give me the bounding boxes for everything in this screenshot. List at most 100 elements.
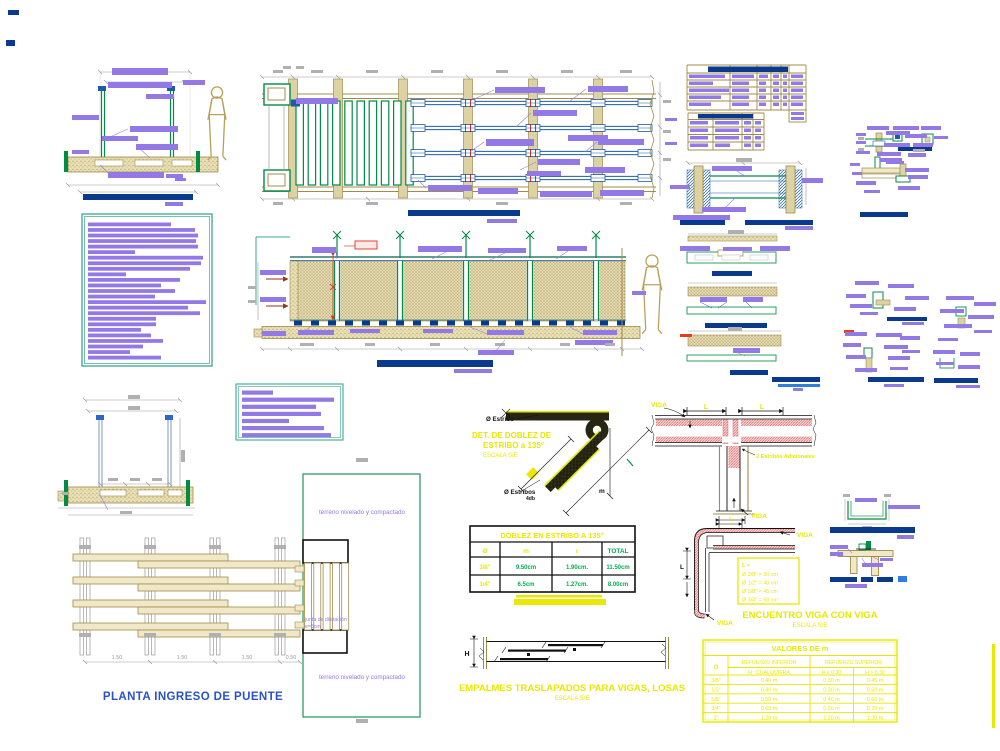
annotation-bar (527, 171, 561, 176)
annotation-bar (845, 584, 867, 588)
valores-cell: 0.45 m (867, 678, 884, 684)
note-text-bar (88, 305, 188, 310)
annotation-bar (759, 74, 768, 78)
l-dim-b: L (760, 404, 765, 411)
annotation-bar (273, 70, 283, 73)
deck-plank (295, 100, 305, 186)
leader-line (431, 250, 449, 260)
leader-line (469, 141, 485, 153)
l-dim-a: L (704, 404, 709, 411)
leader-line (569, 326, 586, 336)
plank (72, 622, 229, 631)
annotation-bar (830, 545, 848, 549)
annotation-bar (248, 286, 256, 289)
annotation-bar (561, 70, 573, 73)
annotation-bar (830, 552, 843, 556)
annotation-bar (900, 336, 920, 340)
valores-cell: 1.30 m (867, 716, 884, 722)
annotation-bar (670, 185, 690, 189)
annotation-bar (588, 86, 628, 92)
valores-cell: 3/4" (711, 706, 720, 712)
valores-cell: 0.50 m (867, 687, 884, 693)
annotation-bar (778, 384, 820, 387)
annotation-bar (663, 100, 671, 103)
annotation-bar (902, 322, 924, 325)
annotation-bar (689, 95, 721, 99)
note-text-bar (88, 355, 161, 360)
annotation-bar (856, 151, 870, 154)
annotation-bar (181, 450, 185, 462)
annotation-bar (802, 178, 823, 183)
annotation-bar (128, 395, 140, 399)
annotation-bar (773, 74, 779, 78)
annotation-bar (785, 226, 813, 230)
annotation-bar (298, 330, 334, 335)
cross-section-approach (57, 397, 195, 516)
note-text-bar (88, 233, 198, 238)
valores-cell: 1/2" (711, 687, 720, 693)
leader-line (494, 339, 506, 353)
annotation-bar (108, 82, 172, 88)
annotation-bar (890, 367, 908, 370)
annotation-bar (745, 220, 813, 225)
annotation-bar (888, 356, 910, 360)
note-text-bar (88, 316, 156, 321)
annotation-bar (938, 338, 958, 341)
note-text-bar (242, 397, 334, 402)
annotation-bar (755, 143, 761, 147)
annotation-bar (773, 95, 779, 99)
annotation-bar (430, 343, 440, 346)
annotation-bar (274, 633, 286, 637)
note-text-bar (88, 344, 143, 349)
valores-cell: 1.20 m (761, 716, 778, 722)
annotation-bar (6, 40, 15, 46)
col-diameter: Ø (714, 665, 719, 671)
annotation-bar (974, 330, 992, 333)
annotation-bar (913, 149, 925, 152)
annotation-bar (884, 345, 908, 349)
note-text-bar (88, 222, 171, 227)
valores-cell: 0.40 m (761, 687, 778, 693)
deck-plank (380, 100, 390, 186)
annotation-bars-layer (6, 10, 996, 728)
annotation-bar (312, 247, 336, 253)
annotation-bar (958, 365, 980, 369)
h-label: H (464, 651, 469, 658)
annotation-bar (283, 66, 291, 69)
annotation-bar (495, 343, 505, 346)
col-m: m (523, 548, 529, 555)
annotation-bar (689, 81, 713, 85)
annotation-bar (350, 329, 380, 333)
annotation-bar (673, 215, 730, 220)
annotation-bar (730, 370, 768, 375)
empalmes-scale: ESCALA S/E (555, 696, 590, 702)
annotation-bar (689, 88, 729, 92)
joint-note-1: junta de dilatación (304, 617, 347, 623)
leader-line (335, 251, 338, 260)
col-r: r (576, 548, 579, 555)
joint-note-2: e=5cm (305, 624, 321, 630)
leader-line (515, 112, 532, 128)
annotation-bar (898, 186, 920, 190)
annotation-bar (944, 324, 972, 328)
annotation-bar (755, 121, 761, 125)
annotation-bar (852, 172, 862, 175)
annotation-bar (791, 95, 803, 99)
annotation-bar (568, 135, 608, 141)
beam-column-junction: VIGA L L 2 Estribos Adicionales VIGA L (650, 402, 817, 524)
annotation-bar (423, 329, 453, 333)
annotation-bar (974, 302, 996, 306)
valores-cell: 0.60 m (867, 697, 884, 703)
annotation-bar (921, 126, 941, 130)
annotation-bar (736, 158, 752, 162)
annotation-bar (296, 98, 338, 104)
annotation-bar (356, 719, 368, 723)
valores-table: VALORES DE m Ø REFUERZO INFERIOR H : CUA… (702, 639, 898, 723)
annotation-bar (700, 297, 727, 302)
annotation-bar (934, 378, 978, 383)
annotation-bar (858, 137, 864, 140)
annotation-bar (620, 202, 632, 205)
annotation-bar (680, 246, 710, 251)
annotation-bar (144, 545, 156, 549)
